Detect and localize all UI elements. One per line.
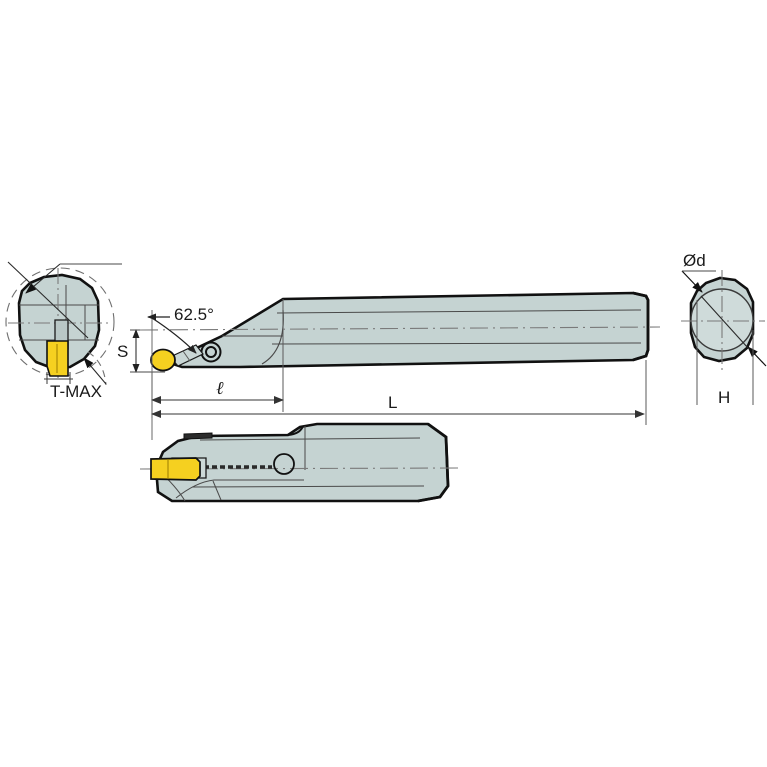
screw-hole-icon-inner — [205, 346, 217, 358]
label-width-h: H — [718, 388, 730, 407]
angle-arc-62-5 — [151, 317, 197, 354]
leader-arrow-tmax — [83, 357, 107, 385]
bar-edge-line-lower — [271, 342, 642, 345]
label-overhang: ℓ — [216, 378, 224, 398]
view-side-elevation: 62.5° — [139, 291, 661, 372]
dimension-overhang-l: ℓ — [151, 366, 284, 412]
view-cross-section: Ød H — [681, 251, 767, 407]
screw-hole-icon-plan — [273, 453, 295, 475]
leader-corner-section — [747, 346, 767, 367]
label-s: S — [117, 342, 128, 361]
centerline-side-view — [139, 326, 661, 331]
plan-edge-line-upper — [199, 437, 421, 441]
swing-circle-dashed — [5, 267, 115, 377]
clamp-slot-marker — [183, 432, 213, 440]
view-end-detail: T-MAX — [5, 261, 122, 401]
carbide-insert-side-view — [150, 348, 176, 372]
plan-edge-line-lower — [191, 485, 425, 488]
carbide-insert-plan-view — [150, 457, 201, 481]
diameter-diagonal-line — [700, 295, 749, 349]
leader-arrow-upper — [25, 263, 61, 294]
dimension-total-length: L — [151, 360, 647, 432]
shank-body-outline — [163, 291, 650, 369]
bar-edge-line-upper — [276, 309, 642, 314]
label-total-length: L — [388, 393, 397, 412]
transition-fillet-arc — [261, 309, 284, 365]
seat-shim-divider — [182, 350, 191, 362]
label-t-max: T-MAX — [50, 382, 102, 401]
relief-arc-dashed — [87, 351, 107, 386]
plan-head-step — [287, 425, 304, 436]
label-diameter: Ød — [683, 251, 706, 270]
leader-diagonal-detail — [7, 261, 89, 339]
plan-tail-chamfer — [417, 422, 450, 503]
label-angle-62-5: 62.5° — [174, 305, 214, 324]
view-top-plan — [139, 418, 459, 503]
tail-chamfer — [632, 291, 650, 362]
leader-diameter — [681, 270, 703, 293]
plan-lower-relief — [175, 479, 304, 499]
plan-relief-divider — [212, 480, 222, 501]
